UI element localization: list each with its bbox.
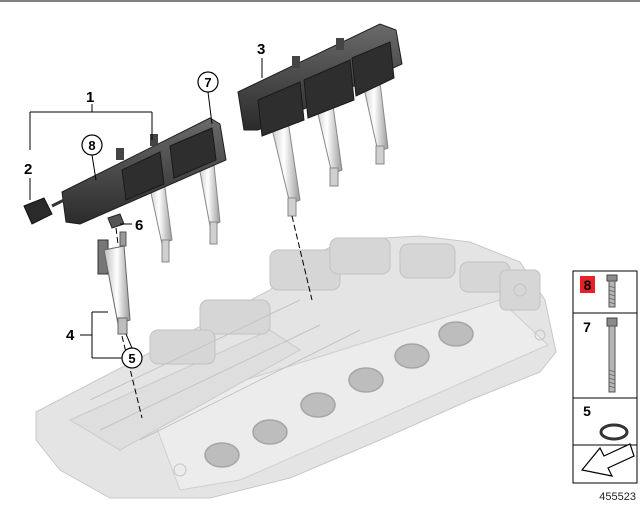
callout-2: 2 <box>24 161 32 178</box>
bolt-7-icon <box>606 317 618 393</box>
legend-panel: 8 7 5 <box>572 270 638 484</box>
head-details <box>89 283 546 477</box>
cam-bearings <box>149 237 541 365</box>
legend-item-7: 7 <box>583 319 591 335</box>
injector-clamp <box>107 213 125 229</box>
callout-7-circle: 7 <box>197 71 219 93</box>
callout-3: 3 <box>257 41 265 58</box>
fuel-rail-1-assembly <box>23 117 227 263</box>
o-ring-icon <box>599 423 629 441</box>
legend-item-5: 5 <box>583 403 591 419</box>
callout-5-circle: 5 <box>121 347 143 369</box>
callout-5: 5 <box>128 351 135 366</box>
leader-lines <box>29 58 263 359</box>
callout-8: 8 <box>88 138 95 153</box>
callout-1: 1 <box>86 89 94 106</box>
connector-plug <box>23 197 53 225</box>
single-injector <box>97 231 131 335</box>
legend-item-8-highlight <box>580 276 595 293</box>
callout-7: 7 <box>204 75 211 90</box>
callout-8-circle: 8 <box>81 134 103 156</box>
fuel-rail-3-assembly <box>237 23 403 217</box>
reference-number: 455523 <box>599 491 636 503</box>
direction-arrow-icon <box>580 443 635 477</box>
center-lines <box>115 215 313 419</box>
cylinder-head <box>35 235 557 499</box>
legend-item-8: 8 <box>584 277 592 293</box>
callout-6: 6 <box>135 217 143 234</box>
bolt-8-icon <box>606 274 618 308</box>
intake-ports <box>204 321 474 468</box>
callout-4: 4 <box>66 327 75 344</box>
